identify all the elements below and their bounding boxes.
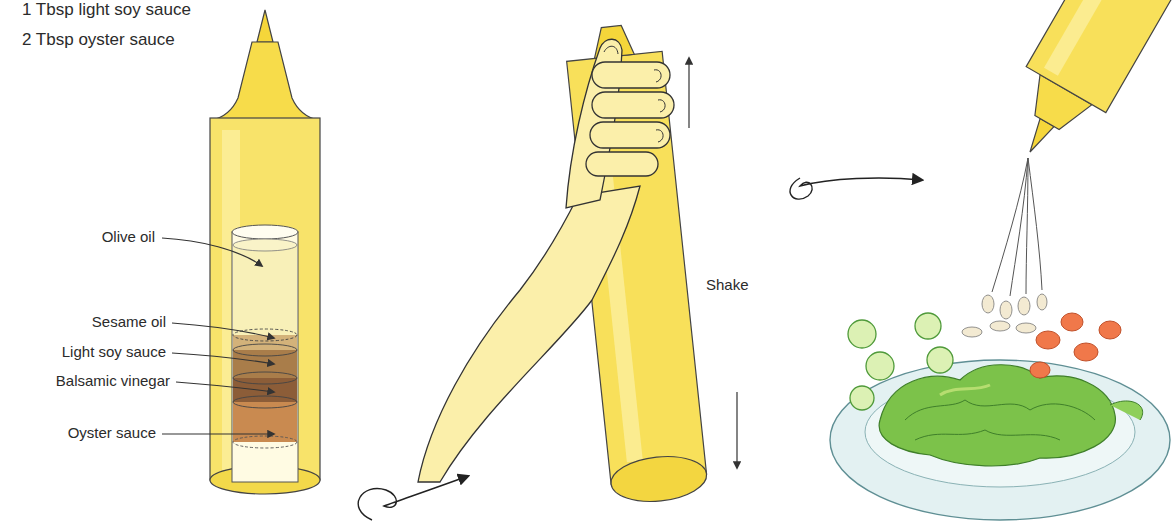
leader-lines — [162, 238, 274, 434]
recipe-line: 2 Tbsp oyster sauce — [22, 30, 175, 50]
glass-insert — [232, 232, 298, 482]
lettuce-vein — [915, 430, 1060, 440]
bottle-base — [609, 452, 709, 506]
sauce-drop — [982, 295, 994, 313]
finger — [592, 92, 674, 118]
layer-boundary — [233, 396, 297, 408]
olive-oil-layer — [233, 245, 297, 335]
plate — [830, 360, 1170, 520]
sauce-drop — [1037, 294, 1047, 310]
leader-arrow — [172, 323, 274, 338]
leader-arrow — [162, 238, 262, 266]
sauce-stream-line — [1028, 158, 1042, 290]
cucumber-slice — [927, 347, 953, 373]
lettuce-highlight — [940, 385, 990, 395]
hand-palm — [418, 186, 640, 482]
action-label: Shake — [706, 276, 749, 293]
tomato — [1074, 343, 1098, 361]
bottle-body — [210, 118, 320, 480]
sauce-drop — [1018, 297, 1030, 315]
balsamic-layer — [233, 378, 297, 402]
leader-arrow — [176, 382, 274, 392]
lettuce — [879, 365, 1115, 466]
tomato — [1061, 313, 1083, 331]
sauce-stream-line — [1010, 158, 1028, 296]
bottle-highlight — [1044, 0, 1163, 76]
tomato — [1036, 331, 1060, 349]
finger-nail — [654, 70, 661, 82]
salad-plate — [830, 360, 1170, 520]
ingredient-label: Sesame oil — [92, 313, 166, 330]
sesame-oil-layer — [233, 335, 297, 350]
leader-arrow — [162, 433, 274, 434]
shake-arrow — [688, 58, 689, 128]
cucumber-slice — [850, 386, 874, 410]
bottle-cap — [212, 42, 318, 120]
sauce-drops — [962, 294, 1047, 337]
cucumber-slice — [915, 313, 941, 339]
sauce-stream-line — [992, 158, 1028, 292]
layer-boundary — [233, 372, 297, 384]
layer-surface — [233, 239, 297, 251]
tomato — [1099, 321, 1121, 339]
cucumber-slice — [848, 320, 876, 348]
cucumber-slices — [848, 313, 953, 410]
pouring-bottle — [990, 0, 1176, 175]
tomatoes — [1030, 313, 1121, 378]
finger — [586, 152, 658, 176]
bottle-body — [1026, 0, 1176, 113]
shake-arrow — [736, 392, 737, 468]
lettuce — [1110, 401, 1143, 420]
finger-nail — [658, 100, 665, 112]
thumb-nail — [604, 46, 618, 54]
sauce-drop — [1000, 301, 1012, 319]
layer-boundary — [233, 436, 297, 448]
sauce-stream — [992, 158, 1042, 296]
lettuce-vein — [905, 400, 1095, 420]
finger — [592, 62, 670, 88]
ingredient-label: Balsamic vinegar — [56, 372, 170, 389]
sauce-stream-line — [1026, 158, 1028, 294]
sauce-drop — [990, 321, 1010, 331]
layered-bottle — [210, 10, 320, 494]
hand — [418, 39, 674, 482]
sauce-drop — [1016, 323, 1036, 333]
ingredient-label: Oyster sauce — [68, 424, 156, 441]
bottle-nozzle — [257, 10, 273, 42]
finger-nail — [656, 130, 663, 142]
step-arrow — [358, 476, 468, 520]
step-arrow — [790, 178, 922, 199]
finger — [590, 122, 670, 148]
leader-arrow — [172, 353, 274, 364]
sauce-drop — [962, 327, 982, 337]
cucumber-slice — [866, 352, 894, 380]
ingredient-label: Light soy sauce — [62, 343, 166, 360]
ingredient-label: Olive oil — [102, 228, 155, 245]
tomato — [1030, 362, 1050, 378]
glass-rim — [232, 225, 298, 239]
recipe-line: 1 Tbsp light soy sauce — [22, 0, 191, 20]
layer-boundary — [233, 344, 297, 356]
